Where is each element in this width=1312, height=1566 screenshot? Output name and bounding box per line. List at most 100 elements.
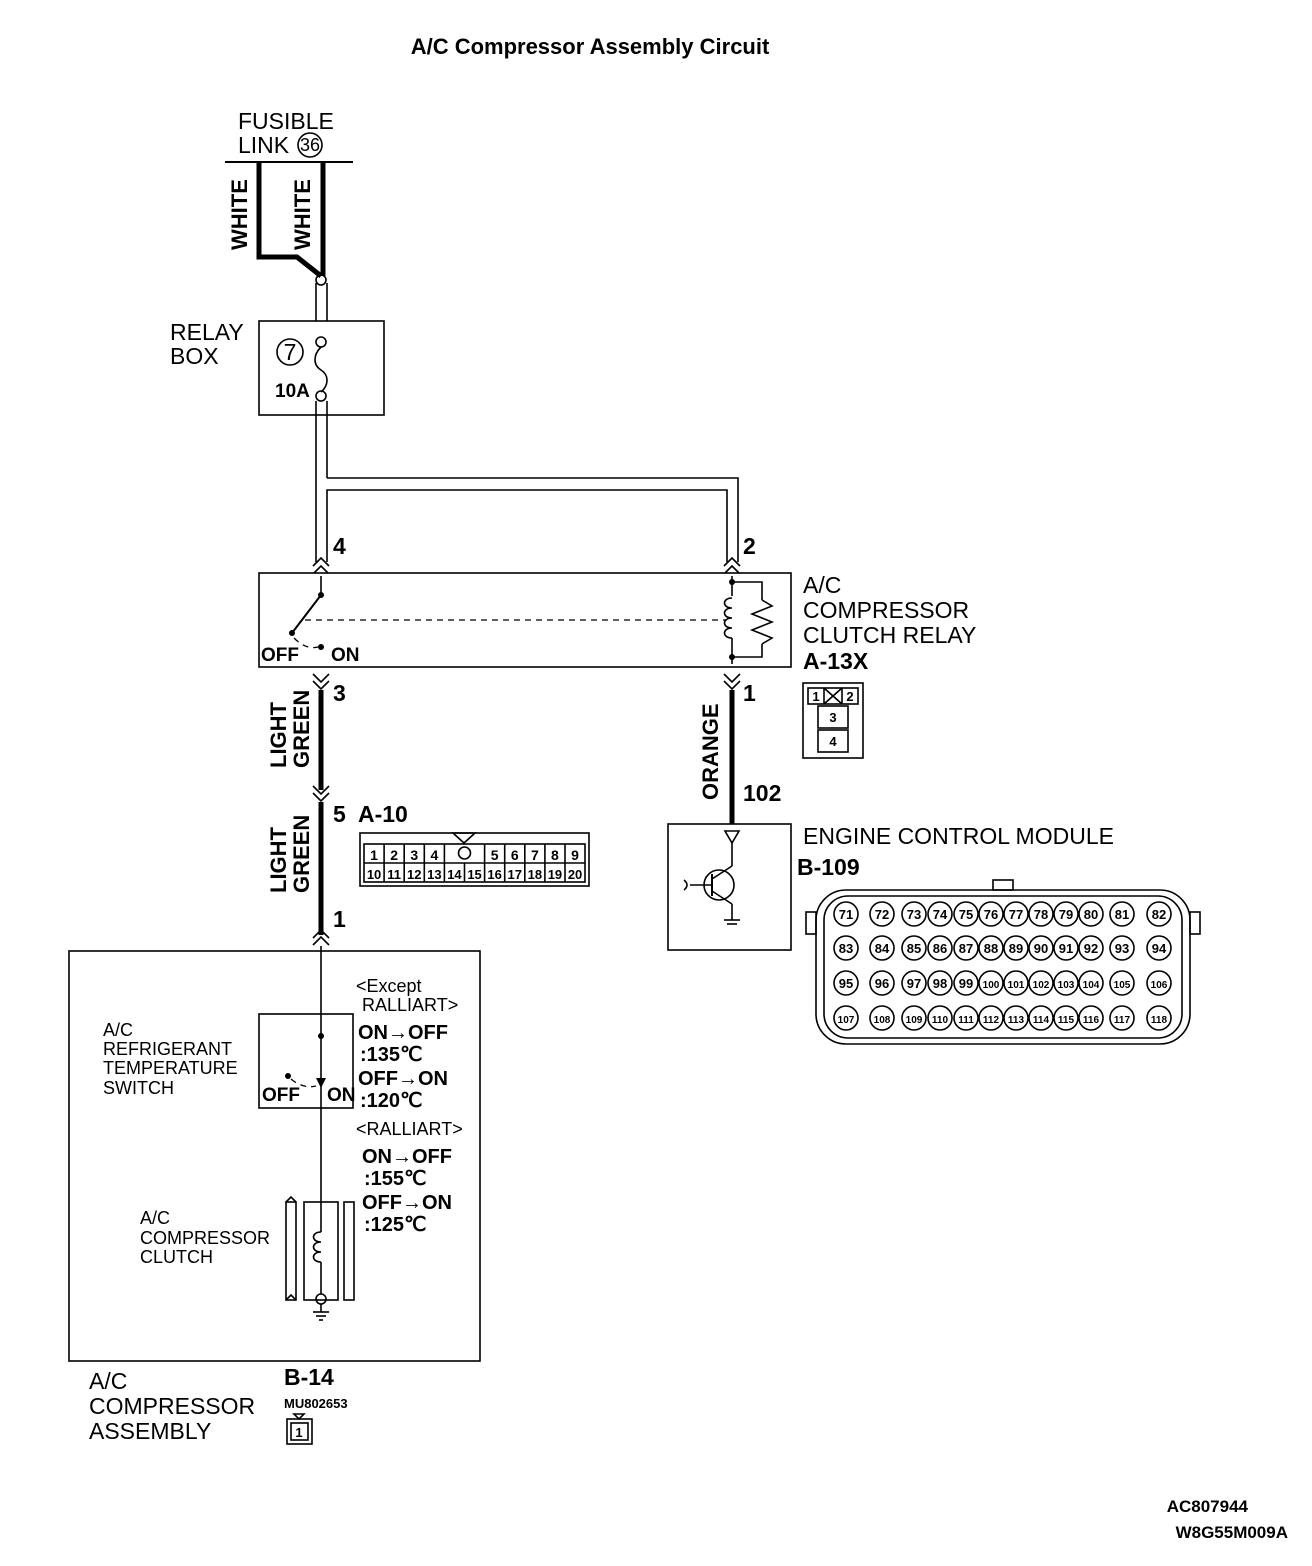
wire-branch-inner	[326, 489, 728, 562]
a10-arrow-2	[312, 792, 330, 803]
clutch-relay-label-2: COMPRESSOR	[803, 597, 969, 623]
relay-pin1-arrow	[723, 673, 741, 684]
ecm-pin-circle	[1146, 970, 1172, 996]
compressor-clutch-icon	[285, 1195, 355, 1321]
relay-pin1-arrow-2	[723, 680, 741, 691]
light-green-label-upper-1: LIGHT	[266, 701, 291, 768]
light-green-label-lower-2: GREEN	[289, 815, 314, 893]
clutch-label-2: COMPRESSOR	[140, 1228, 270, 1248]
ecm-pin: 80	[1084, 907, 1098, 922]
ecm-pin-circle	[978, 935, 1004, 961]
switch-label-1: A/C	[103, 1020, 133, 1040]
ecm-pin: 91	[1059, 941, 1073, 956]
ecm-pin-circle	[1146, 901, 1172, 927]
assembly-part-no: MU802653	[284, 1396, 348, 1411]
ecm-pin-circle	[901, 1005, 927, 1031]
switch-label-4: SWITCH	[103, 1078, 174, 1098]
ecm-pin: 99	[959, 976, 973, 991]
wire-branch-outer	[327, 477, 739, 562]
ecm-pin-circle	[927, 935, 953, 961]
relay-pin4-arrow	[312, 556, 330, 567]
switch-off-label: OFF	[262, 1085, 300, 1106]
clutch-relay-connector: A-13X	[803, 648, 869, 674]
ecm-pin: 83	[839, 941, 853, 956]
clutch-label-3: CLUTCH	[140, 1247, 213, 1267]
relay-resistor-icon	[749, 599, 775, 645]
ecm-pin: 113	[1008, 1015, 1025, 1026]
ecm-pin-marker	[723, 830, 741, 845]
a10-cell: 14	[447, 867, 462, 882]
relay-switch-arc	[293, 637, 319, 649]
temperature-switch-box	[258, 1013, 354, 1109]
ecm-pin-circle	[1078, 1005, 1104, 1031]
relay-pin-1: 1	[743, 680, 756, 706]
switch-arrow	[316, 1078, 326, 1088]
ecm-pin: 109	[906, 1015, 923, 1026]
clutch-label-1: A/C	[140, 1208, 170, 1228]
orange-wire-label: ORANGE	[698, 703, 723, 800]
ecm-pin-circle	[833, 901, 859, 927]
ecm-pin-circle	[1028, 1005, 1054, 1031]
except-value-1: ON→OFF	[358, 1022, 448, 1044]
a10-cell: 6	[511, 847, 519, 863]
a10-cell: 7	[531, 847, 539, 863]
ecm-pin-circle	[901, 935, 927, 961]
a10-cell: 18	[528, 867, 542, 882]
relay-pin-4: 4	[333, 533, 346, 559]
ecm-pin: 108	[874, 1015, 891, 1026]
ecm-pin: 106	[1151, 980, 1168, 991]
ecm-pin-circle	[1078, 901, 1104, 927]
diagram-code-2: W8G55M009A	[1176, 1523, 1288, 1542]
a10-cell: 10	[367, 867, 381, 882]
ecm-pin: 98	[933, 976, 947, 991]
ecm-pin: 73	[907, 907, 921, 922]
except-value-3: OFF→ON	[358, 1068, 448, 1090]
ecm-pin-circle	[953, 1005, 979, 1031]
ecm-pin: 72	[875, 907, 889, 922]
relay-pin-2: 2	[743, 533, 756, 559]
a13x-cell-2: 2	[846, 689, 853, 704]
switch-label-3: TEMPERATURE	[103, 1058, 238, 1078]
a10-cell: 12	[407, 867, 421, 882]
fuse-rating: 10A	[275, 381, 310, 402]
ecm-pin-circle	[1003, 935, 1029, 961]
fuse-terminal-bottom	[315, 390, 327, 402]
ecm-box	[667, 823, 792, 951]
a10-pin: 5	[333, 801, 346, 827]
ecm-pin: 89	[1009, 941, 1023, 956]
ecm-pin: 71	[839, 907, 853, 922]
clutch-relay-label-1: A/C	[803, 572, 841, 598]
ecm-pin-circle	[1109, 1005, 1135, 1031]
ecm-pin-circle	[1109, 935, 1135, 961]
white-wire-label-left: WHITE	[227, 179, 252, 250]
except-value-4: :120℃	[360, 1090, 423, 1112]
relay-on-label: ON	[331, 645, 360, 666]
ecm-pin-circle	[978, 1005, 1004, 1031]
relay-pin-3: 3	[333, 680, 346, 706]
switch-off-contact	[285, 1073, 291, 1079]
ecm-pin-circle	[927, 901, 953, 927]
fuse-number-circle	[276, 338, 304, 366]
ecm-pin: 93	[1115, 941, 1129, 956]
a10-cell: 19	[548, 867, 562, 882]
a13x-cell-4: 4	[829, 734, 837, 749]
ecm-pin-circle	[1028, 935, 1054, 961]
ecm-pin-circle	[1053, 935, 1079, 961]
ecm-pin: 85	[907, 941, 921, 956]
ecm-pin: 90	[1034, 941, 1048, 956]
fusible-link-number: 36	[300, 135, 320, 155]
fusible-link-label: FUSIBLE	[238, 108, 334, 134]
ecm-pin: 96	[875, 976, 889, 991]
ecm-pin-circle	[1053, 970, 1079, 996]
ecm-name: ENGINE CONTROL MODULE	[803, 823, 1114, 849]
ecm-pin: 101	[1008, 980, 1025, 991]
a10-cell: 20	[568, 867, 582, 882]
ecm-pin-circle	[1109, 901, 1135, 927]
ecm-pin-circle	[1028, 970, 1054, 996]
light-green-label-upper-2: GREEN	[289, 690, 314, 768]
ralliart-value-1: ON→OFF	[362, 1146, 452, 1168]
ecm-pin-circle	[1003, 970, 1029, 996]
ecm-pin: 114	[1033, 1015, 1050, 1026]
